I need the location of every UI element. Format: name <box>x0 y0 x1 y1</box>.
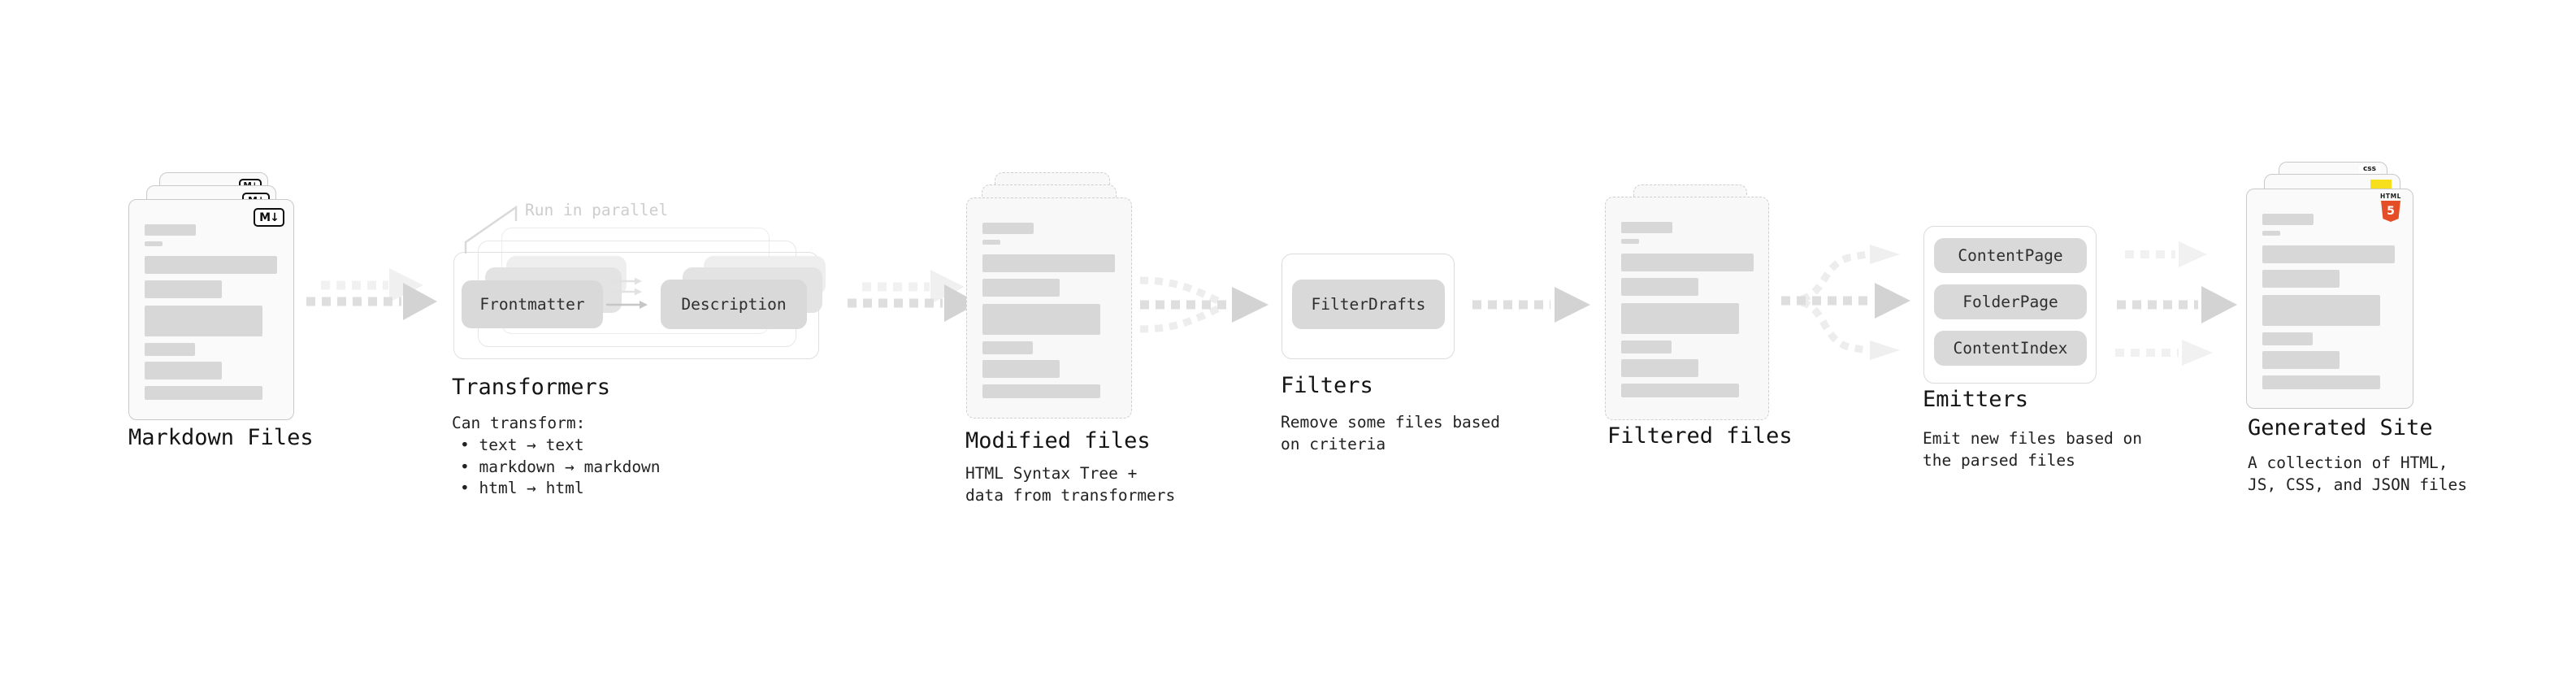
text-placeholder-bar <box>2262 231 2280 236</box>
document-card-front <box>966 197 1132 419</box>
stage-label-emitters: Emitters <box>1923 387 2029 412</box>
bullet-item: • html → html <box>460 479 584 497</box>
text-placeholder-bar <box>1621 340 1672 354</box>
bullet-item: • markdown → markdown <box>460 457 661 476</box>
document-card-front: HTML 5 <box>2246 189 2413 409</box>
description-chip: Description <box>661 280 807 329</box>
stage-label-modified-files: Modified files <box>965 428 1151 453</box>
contentindex-chip: ContentIndex <box>1934 331 2087 366</box>
document-card-front <box>1605 197 1769 420</box>
text-placeholder-bar <box>2262 245 2395 263</box>
stage-label-filters: Filters <box>1281 373 1373 398</box>
transformers-bullet-list: • text → text • markdown → markdown • ht… <box>460 435 661 500</box>
flow-arrow-filters-to-filtered <box>1472 287 1590 323</box>
text-placeholder-bar <box>1621 222 1672 233</box>
html5-icon-shield: 5 <box>2381 201 2400 222</box>
stage-label-generated-site: Generated Site <box>2248 415 2433 440</box>
text-placeholder-bar <box>1621 359 1698 377</box>
text-placeholder-bar <box>1621 278 1698 296</box>
text-placeholder-bar <box>982 384 1100 398</box>
modified-files-desc: HTML Syntax Tree + data from transformer… <box>965 464 1176 505</box>
text-placeholder-bar <box>145 241 163 246</box>
text-placeholder-bar <box>2262 351 2340 369</box>
filterdrafts-chip: FilterDrafts <box>1292 280 1445 329</box>
text-placeholder-bar <box>1621 303 1739 334</box>
stage-label-filtered-files: Filtered files <box>1607 423 1793 449</box>
text-placeholder-bar <box>2262 214 2314 225</box>
stage-label-markdown-files: Markdown Files <box>128 425 314 450</box>
flow-arrow-filtered-to-emitters <box>1781 245 1910 360</box>
text-placeholder-bar <box>982 279 1060 297</box>
flow-arrow-transformers-to-modified <box>848 270 978 322</box>
text-placeholder-bar <box>2262 375 2380 389</box>
text-placeholder-bar <box>145 343 195 356</box>
text-placeholder-bar <box>145 256 277 274</box>
parallel-transform-arrows <box>606 277 648 309</box>
text-placeholder-bar <box>1621 384 1739 397</box>
text-placeholder-bar <box>2262 270 2340 288</box>
flow-arrow-markdown-to-transformers <box>306 268 437 320</box>
text-placeholder-bar <box>145 386 262 400</box>
filters-desc: Remove some files based on criteria <box>1281 413 1501 453</box>
text-placeholder-bar <box>2262 332 2313 345</box>
html5-icon-word: HTML <box>2380 193 2402 200</box>
text-placeholder-bar <box>982 360 1060 378</box>
flow-arrow-emitters-to-generated <box>2115 241 2237 366</box>
text-placeholder-bar <box>982 223 1034 234</box>
text-placeholder-bar <box>145 362 222 380</box>
text-placeholder-bar <box>145 280 222 298</box>
flow-arrow-modified-to-filters <box>1139 276 1268 333</box>
callout-line <box>464 205 518 254</box>
contentpage-chip: ContentPage <box>1934 238 2087 273</box>
text-placeholder-bar <box>1621 239 1639 244</box>
frontmatter-chip: Frontmatter <box>462 280 603 328</box>
text-placeholder-bar <box>982 240 1000 245</box>
emitters-desc: Emit new files based on the parsed files <box>1923 429 2143 470</box>
text-placeholder-bar <box>982 341 1033 354</box>
run-in-parallel-note: Run in parallel <box>525 201 669 219</box>
html5-icon: HTML 5 <box>2380 193 2401 222</box>
text-placeholder-bar <box>2262 295 2380 326</box>
text-placeholder-bar <box>145 224 196 236</box>
text-placeholder-bar <box>982 254 1115 272</box>
markdown-icon: M↓ <box>254 208 284 227</box>
transformers-desc-heading: Can transform: <box>452 414 586 432</box>
text-placeholder-bar <box>1621 254 1754 271</box>
generated-site-desc: A collection of HTML, JS, CSS, and JSON … <box>2248 453 2468 494</box>
text-placeholder-bar <box>982 304 1100 335</box>
text-placeholder-bar <box>145 306 262 336</box>
bullet-item: • text → text <box>460 436 584 454</box>
document-card-front: M↓ <box>128 199 294 420</box>
stage-label-transformers: Transformers <box>452 375 611 400</box>
folderpage-chip: FolderPage <box>1934 284 2087 319</box>
